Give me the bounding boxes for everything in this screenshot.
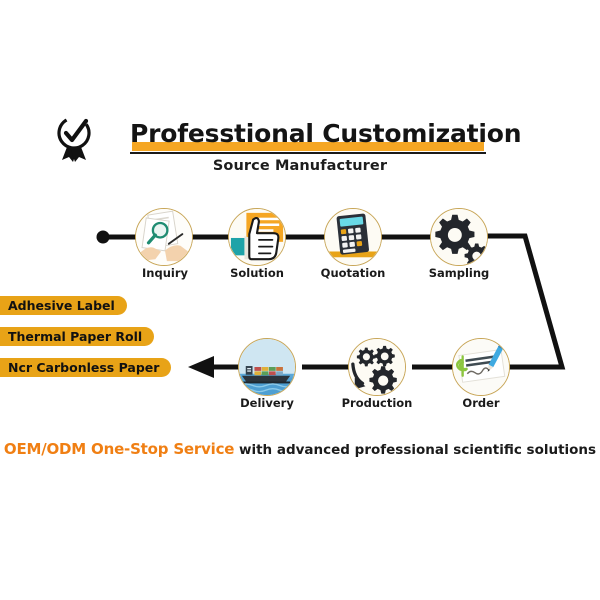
calculator-icon [325,209,381,265]
gears-arrow-icon [349,339,405,395]
flow-label-order: Order [462,396,500,410]
magnifier-document-icon [136,209,192,265]
flow-arrow-head [188,356,214,378]
page-title: Professtional Customization [130,118,522,154]
product-tag-thermal-paper-roll[interactable]: Thermal Paper Roll [0,327,155,346]
page-subtitle: Source Manufacturer [212,158,388,174]
page-title-text: Professtional Customization [130,119,522,148]
product-tag-ncr-carbonless-paper[interactable]: Ncr Carbonless Paper [0,358,172,377]
signing-pen-icon [453,339,509,395]
flow-node-inquiry[interactable] [135,208,193,266]
flow-node-production[interactable] [348,338,406,396]
flow-label-solution: Solution [230,266,284,280]
container-ship-icon [239,339,295,395]
flow-label-inquiry: Inquiry [142,266,188,280]
footer-accent-text: OEM/ODM One-Stop Service [3,440,235,458]
product-tag-adhesive-label[interactable]: Adhesive Label [0,296,127,315]
flow-label-quotation: Quotation [320,266,386,280]
flow-label-production: Production [341,396,413,410]
flow-label-sampling: Sampling [428,266,490,280]
flow-node-sampling[interactable] [430,208,488,266]
thumbs-up-icon [229,209,285,265]
flow-node-delivery[interactable] [238,338,296,396]
title-underline [130,152,486,154]
flow-node-solution[interactable] [228,208,286,266]
footer-rest-text: with advanced professional scientific so… [234,442,597,458]
gears-icon [431,209,487,265]
title-highlight-bar [132,142,484,151]
flow-node-order[interactable] [452,338,510,396]
flow-node-quotation[interactable] [324,208,382,266]
footer-tagline: OEM/ODM One-Stop Service with advanced p… [0,440,600,458]
flow-label-delivery: Delivery [240,396,294,410]
award-check-badge-icon [50,113,98,163]
